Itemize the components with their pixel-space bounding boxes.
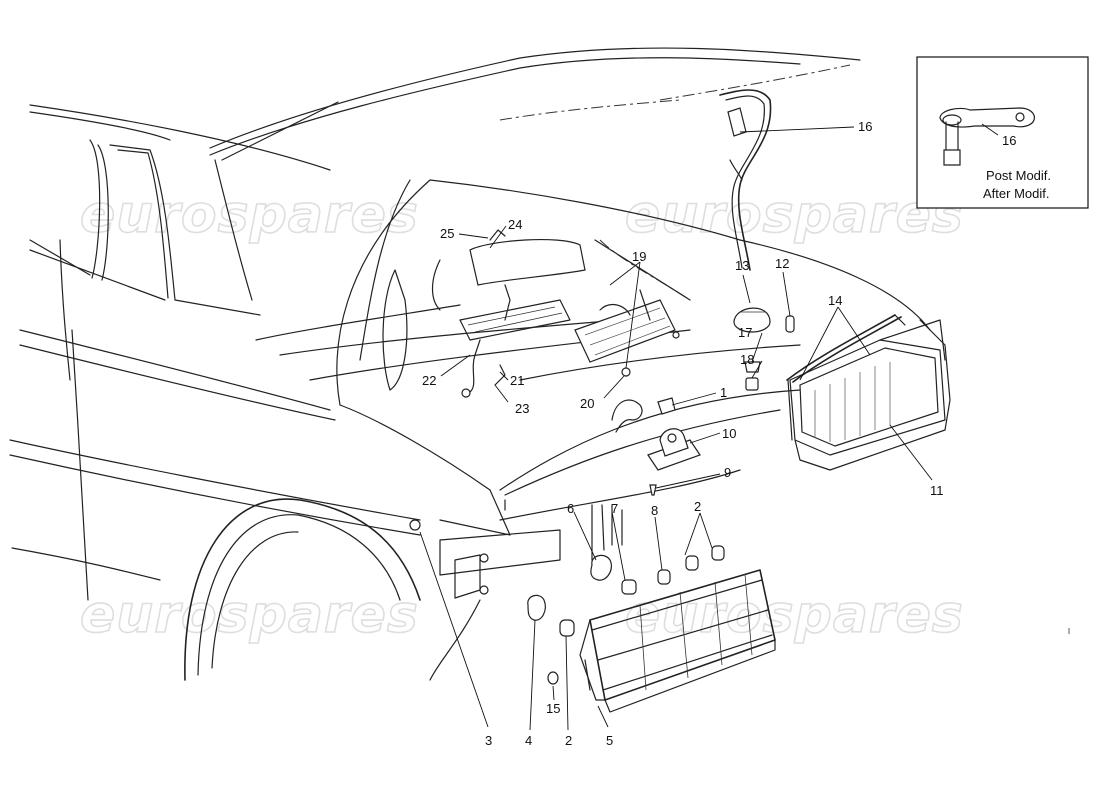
callout-17: 17 (738, 325, 752, 340)
callout-18: 18 (740, 352, 754, 367)
lamp-bracket-assembly (574, 239, 691, 377)
callout-8: 8 (651, 503, 658, 518)
plate-light-parts (611, 397, 701, 496)
trunk-light-assembly (459, 229, 586, 398)
inset-after-modif-label: After Modif. (983, 186, 1049, 201)
callout-11: 11 (930, 483, 944, 498)
inset-bracket-drawing (939, 107, 1035, 166)
callout-19: 19 (632, 249, 646, 264)
watermark-bottom-left: eurospares (80, 585, 419, 645)
callout-1: 1 (720, 385, 727, 400)
callout-22: 22 (422, 373, 436, 388)
callout-12: 12 (775, 256, 789, 271)
inset-post-modif-label: Post Modif. (986, 168, 1051, 183)
watermark-top-right: eurospares (625, 185, 964, 245)
callout-21: 21 (510, 373, 524, 388)
callout-14: 14 (828, 293, 842, 308)
callout-23: 23 (515, 401, 529, 416)
inset-callout-16: 16 (1002, 133, 1016, 148)
callout-2-upper: 2 (694, 499, 701, 514)
callout-labels: 1 2 2 3 4 5 6 7 8 9 10 11 12 13 14 15 16… (422, 119, 944, 748)
callout-2-lower: 2 (565, 733, 572, 748)
callout-6: 6 (567, 501, 574, 516)
callout-15: 15 (546, 701, 560, 716)
lower-bulbs-sockets (527, 504, 725, 685)
callout-10: 10 (722, 426, 736, 441)
callout-4: 4 (525, 733, 532, 748)
leader-lines (419, 126, 933, 731)
callout-25: 25 (440, 226, 454, 241)
lid-wiring-harness (719, 89, 772, 271)
inset-modification-box: 16 Post Modif. After Modif. (916, 56, 1089, 209)
callout-7: 7 (611, 501, 618, 516)
callout-13: 13 (735, 258, 749, 273)
right-small-parts (733, 307, 795, 391)
callout-20: 20 (580, 396, 594, 411)
callout-5: 5 (606, 733, 613, 748)
callout-3: 3 (485, 733, 492, 748)
rear-lamp-left (579, 569, 776, 713)
callout-24: 24 (508, 217, 522, 232)
car-body (9, 47, 931, 681)
callout-16: 16 (858, 119, 872, 134)
rear-lamp-cluster-right (786, 314, 951, 471)
watermark-top-left: eurospares (80, 185, 419, 245)
callout-9: 9 (724, 465, 731, 480)
